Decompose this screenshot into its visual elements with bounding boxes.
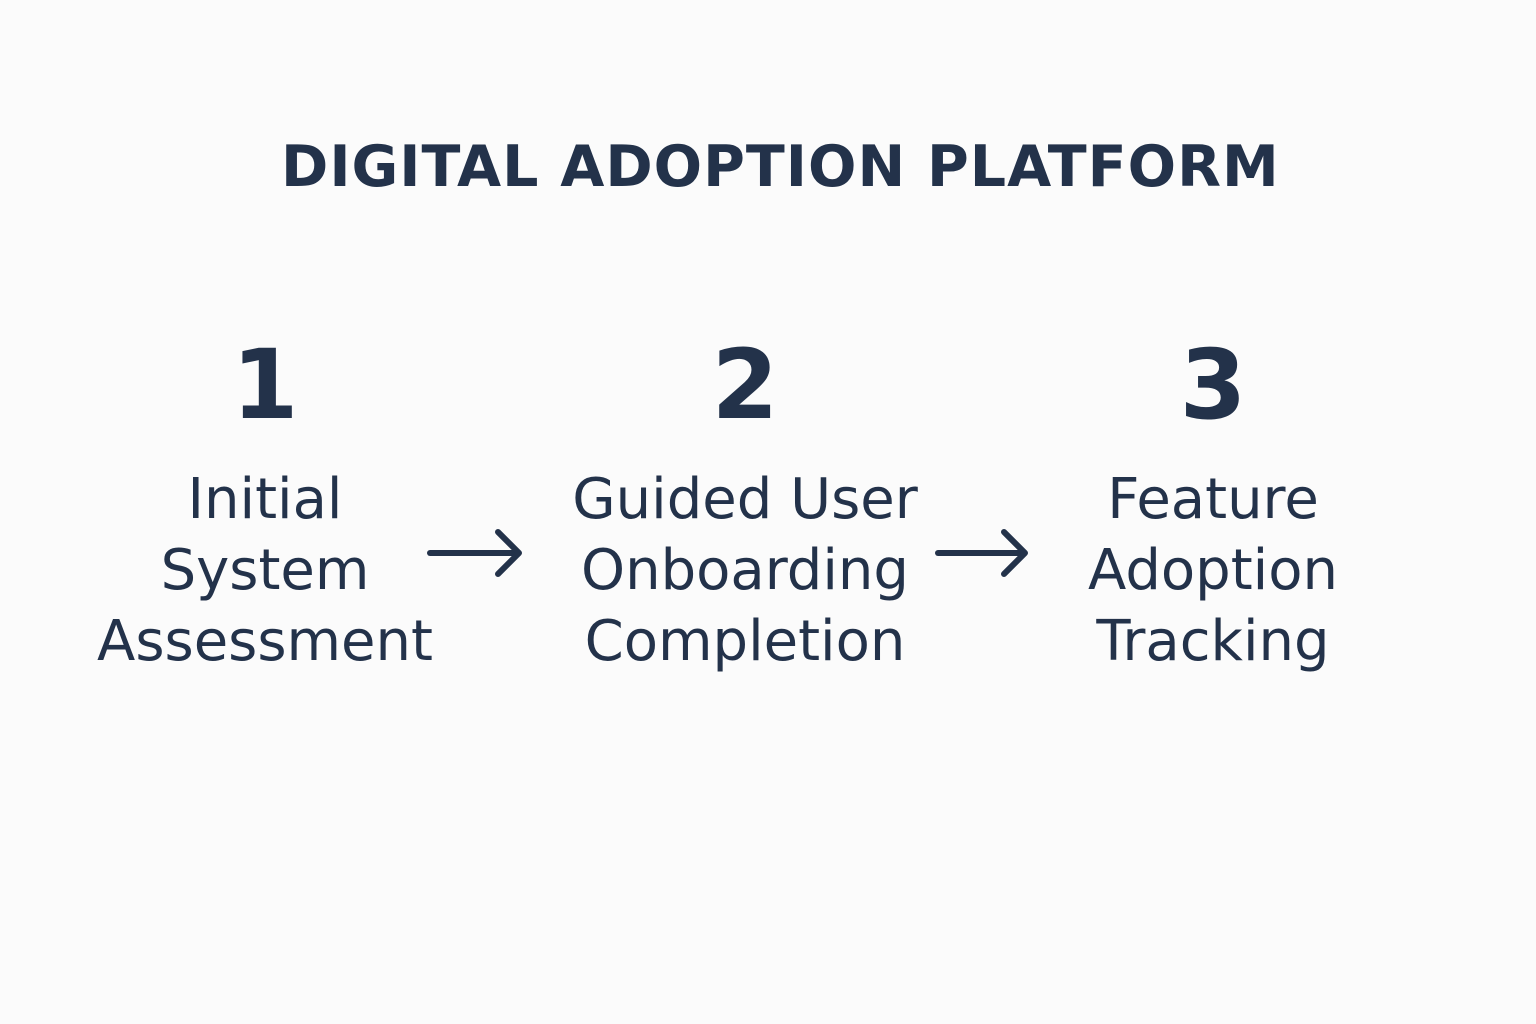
step-number: 2 [711,329,779,441]
step-label-line: Initial [187,467,343,532]
step-label-line: Assessment [97,609,433,674]
arrow-right-icon [426,527,526,579]
step-initial-system-assessment: 1 Initial System Assessment [55,330,475,677]
step-number: 1 [231,329,299,441]
step-label-line: Guided User [572,467,918,532]
step-label: Initial System Assessment [55,464,475,677]
step-number: 3 [1179,329,1247,441]
step-label-line: Adoption [1088,538,1338,603]
step-label-line: System [160,538,370,603]
diagram-title: DIGITAL ADOPTION PLATFORM [281,134,1280,200]
step-label-line: Feature [1107,467,1319,532]
step-label-line: Onboarding [581,538,909,603]
step-label-line: Tracking [1096,609,1330,674]
step-label: Feature Adoption Tracking [1003,464,1423,677]
step-label-line: Completion [584,609,906,674]
step-label: Guided User Onboarding Completion [535,464,955,677]
arrow-right-icon [934,527,1034,579]
step-guided-user-onboarding-completion: 2 Guided User Onboarding Completion [535,330,955,677]
step-feature-adoption-tracking: 3 Feature Adoption Tracking [1003,330,1423,677]
